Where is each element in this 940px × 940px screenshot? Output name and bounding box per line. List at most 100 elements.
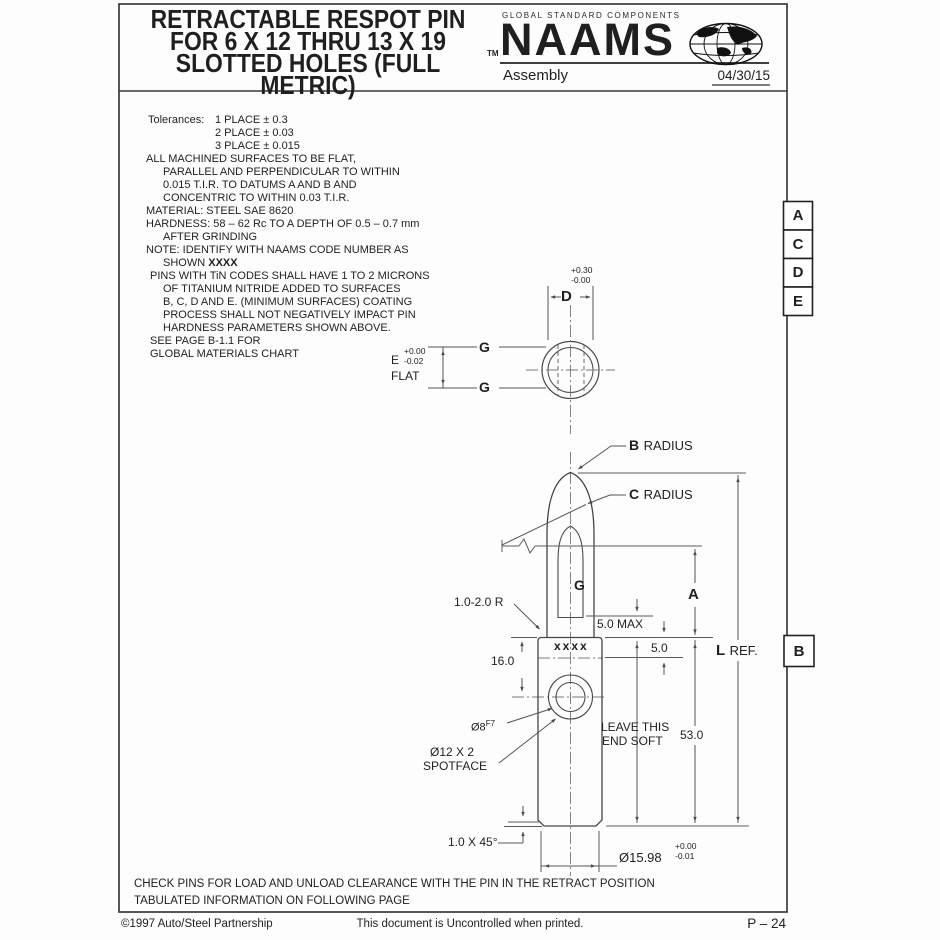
b-radius-label: B RADIUS xyxy=(629,437,693,455)
title-line-3: SLOTTED HOLES (FULL METRIC) xyxy=(175,48,441,100)
e-tolerance: +0.00 -0.02 xyxy=(404,346,426,366)
dim-5: 5.0 xyxy=(651,641,668,655)
brand-logo-text: NAAMS xyxy=(500,14,675,65)
note-line: ALL MACHINED SURFACES TO BE FLAT, xyxy=(146,153,356,165)
note-line: PROCESS SHALL NOT NEGATIVELY IMPACT PIN xyxy=(163,309,416,321)
nose-radius-leader xyxy=(513,603,540,630)
code-stamp: xxxx xyxy=(554,639,589,653)
side-view xyxy=(512,452,605,876)
footer-note-2: TABULATED INFORMATION ON FOLLOWING PAGE xyxy=(134,895,410,907)
extension-lines xyxy=(498,472,749,872)
c-radius-label: C RADIUS xyxy=(629,486,693,504)
spotface-label-1: Ø12 X 2 xyxy=(430,745,475,759)
datum-boxes xyxy=(782,200,815,668)
note-line: HARDNESS: 58 – 62 Rc TO A DEPTH OF 0.5 –… xyxy=(146,218,420,230)
pin-tol-minus: -0.01 xyxy=(675,850,695,861)
spotface-label-2: SPOTFACE xyxy=(423,759,488,773)
b-radius-letter: B xyxy=(629,437,640,453)
dim-e: E xyxy=(391,353,400,367)
page-title: RETRACTABLE RESPOT PIN FOR 6 X 12 THRU 1… xyxy=(144,4,471,100)
l-letter: L xyxy=(716,642,726,659)
d-tolerance: +0.30 -0.00 xyxy=(571,265,593,285)
globe-icon xyxy=(689,22,763,66)
tolerance-3: 3 PLACE ± 0.015 xyxy=(215,140,300,152)
shown-prefix: SHOWN xyxy=(163,257,206,269)
dim-d: D xyxy=(561,288,572,305)
note-line: GLOBAL MATERIALS CHART xyxy=(150,348,299,360)
dimension-lines xyxy=(520,475,740,868)
chamfer-note: 1.0 X 45° xyxy=(448,835,498,849)
dia8-fit: F7 xyxy=(485,719,496,728)
c-radius-letter: C xyxy=(629,486,640,502)
page-number: P – 24 xyxy=(747,916,786,931)
dim-l-ref: L REF. xyxy=(716,642,758,660)
note-line: PARALLEL AND PERPENDICULAR TO WITHIN xyxy=(163,166,400,178)
hole-leader xyxy=(506,708,553,724)
soft-note-1: LEAVE THIS xyxy=(601,720,670,734)
b-radius-word: RADIUS xyxy=(643,438,693,453)
pin-dia-tolerance: +0.00 -0.01 xyxy=(675,841,697,861)
datum-a: A xyxy=(792,207,804,224)
brand-subtitle: Assembly xyxy=(503,67,569,84)
c-radius-leader xyxy=(587,494,626,504)
hole-dia-label: Ø8F7 xyxy=(471,719,495,734)
spotface-circle xyxy=(547,674,594,720)
note-line: SEE PAGE B-1.1 FOR xyxy=(150,335,261,347)
note-line: NOTE: IDENTIFY WITH NAAMS CODE NUMBER AS xyxy=(146,244,409,256)
slot-g-label: G xyxy=(574,577,585,593)
hole-circle xyxy=(555,681,586,713)
dim-a: A xyxy=(688,586,699,603)
note-line-shown: SHOWN XXXX xyxy=(146,257,486,270)
b-radius-leader xyxy=(578,445,626,470)
datum-e: E xyxy=(792,293,803,310)
surface-g-upper: G xyxy=(479,339,490,355)
copyright: ©1997 Auto/Steel Partnership xyxy=(121,918,273,930)
note-line: AFTER GRINDING xyxy=(163,231,258,243)
datum-d: D xyxy=(792,264,804,281)
uncontrolled-note: This document is Uncontrolled when print… xyxy=(356,918,584,930)
revision-date: 04/30/15 xyxy=(717,68,770,83)
dim-53: 53.0 xyxy=(680,728,704,742)
note-line: 0.015 T.I.R. TO DATUMS A AND B AND xyxy=(163,179,357,191)
tolerances-label: Tolerances: xyxy=(148,114,205,126)
datum-b: B xyxy=(793,643,805,660)
dim-5-max: 5.0 MAX xyxy=(597,617,644,631)
tolerances-row: Tolerances: 1 PLACE ± 0.3 xyxy=(146,114,486,127)
title-line-2: FOR 6 X 12 THRU 13 X 19 xyxy=(170,26,446,56)
pin-body-outline xyxy=(537,636,603,827)
spotface-leader xyxy=(498,718,556,764)
pin-flat-slot xyxy=(557,525,584,619)
d-tol-minus: -0.00 xyxy=(571,274,591,285)
pin-dia-label: Ø15.98 xyxy=(619,850,662,865)
note-line: PINS WITH TiN CODES SHALL HAVE 1 TO 2 MI… xyxy=(150,270,430,282)
tolerance-1: 1 PLACE ± 0.3 xyxy=(215,114,288,126)
e-tol-minus: -0.02 xyxy=(404,355,424,366)
top-view xyxy=(428,286,615,434)
title-line-1: RETRACTABLE RESPOT PIN xyxy=(150,4,466,34)
dim-16: 16.0 xyxy=(491,654,515,668)
naams-code-placeholder: XXXX xyxy=(208,257,238,269)
general-notes: Tolerances:1 PLACE ± 0.3 2 PLACE ± 0.03 … xyxy=(146,114,486,361)
sheet-border xyxy=(118,3,788,913)
note-line: MATERIAL: STEEL SAE 8620 xyxy=(146,205,294,217)
trademark-mark: TM xyxy=(487,49,499,58)
d-tol-plus: +0.30 xyxy=(571,265,593,275)
note-line: HARDNESS PARAMETERS SHOWN ABOVE. xyxy=(163,322,391,334)
tolerance-2: 2 PLACE ± 0.03 xyxy=(215,127,294,139)
pin-nose-outline xyxy=(546,471,595,637)
soft-note-2: END SOFT xyxy=(602,734,663,748)
note-line: OF TITANIUM NITRIDE ADDED TO SURFACES xyxy=(163,283,401,295)
note-line: CONCENTRIC TO WITHIN 0.03 T.I.R. xyxy=(163,192,350,204)
footer-note-1: CHECK PINS FOR LOAD AND UNLOAD CLEARANCE… xyxy=(134,878,655,890)
surface-g-lower: G xyxy=(479,379,490,395)
c-radius-word: RADIUS xyxy=(643,487,693,502)
nose-radius-note: 1.0-2.0 R xyxy=(454,595,504,609)
dia8-text: Ø8 xyxy=(471,721,486,734)
ref-word: REF. xyxy=(729,643,758,658)
datum-c: C xyxy=(792,236,804,253)
flat-label: FLAT xyxy=(391,369,420,383)
note-line: B, C, D AND E. (MINIMUM SURFACES) COATIN… xyxy=(163,296,413,308)
e-tol-plus: +0.00 xyxy=(404,346,426,356)
pin-tol-plus: +0.00 xyxy=(675,841,697,851)
